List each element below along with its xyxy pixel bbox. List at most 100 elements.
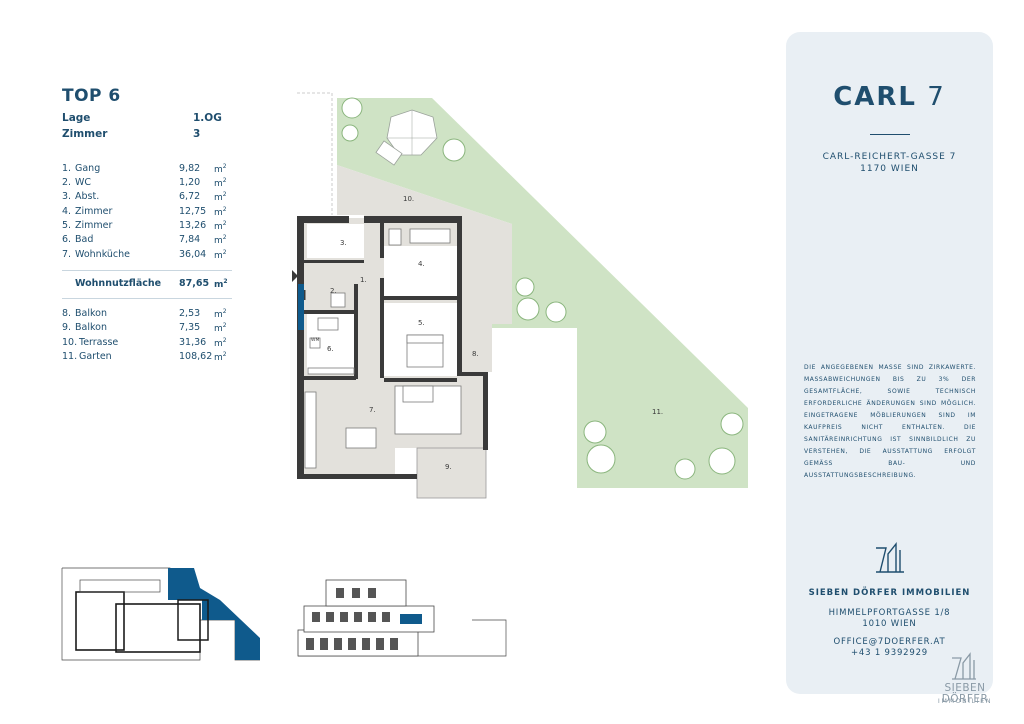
agency-email-link[interactable]: OFFICE@7DOERFER.AT xyxy=(833,637,946,647)
divider xyxy=(870,134,910,135)
agency-phone-link[interactable]: +43 1 9392929 xyxy=(850,648,928,658)
area-unit: m2 xyxy=(214,220,227,232)
list-item: 3.Abst. 6,72 m2 xyxy=(62,191,232,205)
room-number: 3. xyxy=(62,191,72,202)
plan-label-9: 9. xyxy=(445,463,452,471)
room-name: Balkon xyxy=(75,308,107,319)
room-number: 8. xyxy=(62,308,72,319)
plan-label-7: 7. xyxy=(369,406,376,414)
area-unit: m2 xyxy=(214,206,227,218)
room-number: 2. xyxy=(62,177,72,188)
plan-label-6: 6. xyxy=(327,345,334,353)
unit-highlight xyxy=(168,568,260,660)
room-number: 1. xyxy=(62,163,72,174)
project-address-city: 1170 WIEN xyxy=(860,164,919,174)
area-unit: m2 xyxy=(214,191,227,203)
building-elevation-thumbnail xyxy=(297,579,507,657)
footer-logo-name: SIEBEN DÖRFER xyxy=(941,682,989,705)
list-item: 5.Zimmer 13,26 m2 xyxy=(62,220,232,234)
agency-address-street: HIMMELPFORTGASSE 1/8 xyxy=(828,608,951,618)
room-name: Zimmer xyxy=(75,206,113,217)
agency-address-city: 1010 WIEN xyxy=(862,619,917,629)
room-area: 7,84 xyxy=(179,234,201,245)
room-name: Balkon xyxy=(75,322,107,333)
room-area: 36,04 xyxy=(179,249,207,260)
lage-label: Lage xyxy=(62,112,91,124)
sun-lounger-icon xyxy=(375,140,403,166)
agency-name: SIEBEN DÖRFER IMMOBILIEN xyxy=(808,588,971,598)
list-item: 4.Zimmer 12,75 m2 xyxy=(62,206,232,220)
zimmer-label: Zimmer xyxy=(62,128,108,140)
room-number: 7. xyxy=(62,249,72,260)
zimmer-value: 3 xyxy=(193,128,201,140)
plan-label-10: 10. xyxy=(403,195,414,203)
entrance-marker xyxy=(298,284,304,330)
area-unit: m2 xyxy=(214,278,228,290)
site-plan-thumbnail xyxy=(61,567,260,661)
footer-logo-subtitle: IMMOBILIEN xyxy=(937,697,993,705)
balcony-area xyxy=(416,447,487,499)
agency-logo-icon xyxy=(876,542,904,573)
area-unit: m2 xyxy=(214,163,227,175)
list-item: 7.Wohnküche 36,04 m2 xyxy=(62,249,232,263)
area-unit: m2 xyxy=(214,177,227,189)
room-area: 7,35 xyxy=(179,322,201,333)
disclaimer-text: DIE ANGEGEBENEN MASSE SIND ZIRKAWERTE. M… xyxy=(804,364,976,479)
tree-icons xyxy=(341,97,744,480)
info-panel: CARL 7 CARL-REICHERT-GASSE 7 1170 WIEN D… xyxy=(786,32,993,694)
walls xyxy=(297,216,488,479)
plan-label-2: 2. xyxy=(330,287,337,295)
list-item: 1.Gang 9,82 m2 xyxy=(62,163,232,177)
room-number: 10. xyxy=(62,337,78,348)
plan-label-8: 8. xyxy=(472,350,479,358)
garden-area xyxy=(337,98,748,488)
room-area: 2,53 xyxy=(179,308,201,319)
plan-label-11: 11. xyxy=(652,408,663,416)
plan-label-3: 3. xyxy=(340,239,347,247)
total-label: Wohnnutzfläche xyxy=(75,278,162,289)
area-unit: m2 xyxy=(214,337,227,349)
furniture xyxy=(302,228,462,469)
room-area: 13,26 xyxy=(179,220,207,231)
project-title: CARL 7 xyxy=(833,82,946,112)
unit-highlight xyxy=(400,614,422,624)
area-unit: m2 xyxy=(214,308,227,320)
list-item: 10.Terrasse 31,36 m2 xyxy=(62,337,232,351)
room-number: 4. xyxy=(62,206,72,217)
plan-label-1: 1. xyxy=(360,276,367,284)
room-area: 31,36 xyxy=(179,337,207,348)
plan-label-wm: WM xyxy=(311,337,319,343)
room-area: 9,82 xyxy=(179,163,201,174)
lage-value: 1.OG xyxy=(193,112,222,124)
area-unit: m2 xyxy=(214,249,227,261)
room-name: WC xyxy=(75,177,92,188)
divider xyxy=(62,298,232,299)
plan-label-4: 4. xyxy=(418,260,425,268)
room-name: Wohnküche xyxy=(75,249,131,260)
room-name: Abst. xyxy=(75,191,100,202)
floor-plan: 10. 3. 4. 1. 2. 5. 6. 8. 7. 9. 11. WM xyxy=(292,92,748,499)
room-name: Terrasse xyxy=(79,337,119,348)
room-area: 12,75 xyxy=(179,206,207,217)
room-name: Garten xyxy=(79,351,112,362)
room-number: 9. xyxy=(62,322,72,333)
area-unit: m2 xyxy=(214,234,227,246)
list-item: 8.Balkon 2,53 m2 xyxy=(62,308,232,322)
room-number: 11. xyxy=(62,351,78,362)
divider xyxy=(62,270,232,271)
room-area: 6,72 xyxy=(179,191,201,202)
unit-title: TOP 6 xyxy=(62,86,121,106)
project-address-street: CARL-REICHERT-GASSE 7 xyxy=(822,152,957,162)
room-name: Zimmer xyxy=(75,220,113,231)
property-line xyxy=(297,92,333,215)
room-name: Gang xyxy=(75,163,101,174)
room-area: 1,20 xyxy=(179,177,201,188)
room-number: 6. xyxy=(62,234,72,245)
list-item: 2.WC 1,20 m2 xyxy=(62,177,232,191)
room-number: 5. xyxy=(62,220,72,231)
footer-logo-icon xyxy=(952,652,976,680)
